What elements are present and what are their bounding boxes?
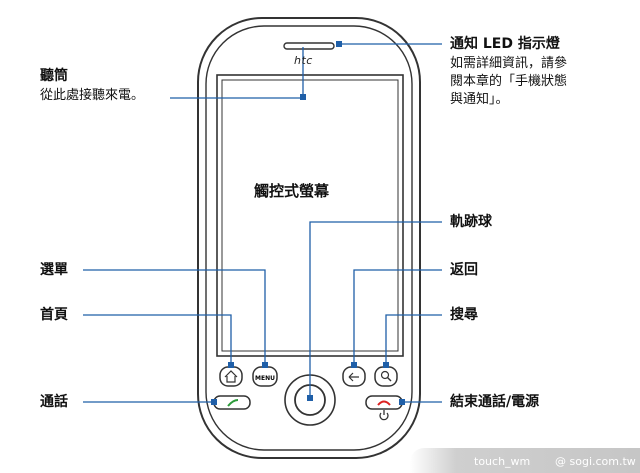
power-icon: [379, 410, 389, 421]
phone-inner-bezel: [205, 25, 413, 451]
call-key: [213, 395, 251, 410]
callout-line-home: [83, 314, 232, 365]
desc-led-line-2: 閱本章的「手機狀態: [450, 74, 568, 89]
callout-line-search: [385, 314, 442, 365]
label-home: 首頁: [40, 307, 68, 323]
phone-icon: [227, 399, 239, 407]
callout-line-trackball: [309, 221, 442, 398]
watermark-left: touch_wm: [474, 455, 531, 468]
watermark-bar: [410, 448, 640, 473]
screen-label: 觸控式螢幕: [254, 182, 330, 200]
menu-key: MENU: [252, 366, 278, 387]
callout-line-back: [353, 269, 442, 365]
desc-led-line-3: 與通知」。: [450, 92, 509, 107]
label-back: 返回: [450, 262, 478, 278]
back-arrow-icon: [348, 372, 359, 382]
label-earpiece: 聽筒: [40, 68, 68, 84]
label-menu: 選單: [40, 262, 68, 278]
callout-line-menu: [83, 269, 266, 365]
label-call: 通話: [40, 394, 68, 410]
search-icon: [380, 370, 390, 380]
label-notification-led: 通知 LED 指示燈: [450, 36, 560, 52]
desc-earpiece: 從此處接聽來電。: [40, 88, 145, 103]
callout-dots: [211, 41, 405, 405]
back-key: [342, 366, 366, 387]
menu-key-label: MENU: [255, 375, 275, 382]
desc-led-line-1: 如需詳細資訊，請參: [450, 56, 568, 71]
end-call-key: [365, 395, 403, 410]
brand-logo: htc: [294, 54, 313, 67]
watermark-right: @ sogi.com.tw: [555, 455, 636, 468]
label-end-call: 結束通話/電源: [450, 394, 540, 410]
label-search: 搜尋: [450, 307, 478, 323]
earpiece-slot: [283, 42, 335, 50]
search-key: [374, 366, 398, 387]
home-key: [219, 366, 243, 387]
home-icon: [224, 370, 238, 383]
label-trackball: 軌跡球: [450, 214, 492, 230]
end-call-icon: [377, 400, 391, 406]
